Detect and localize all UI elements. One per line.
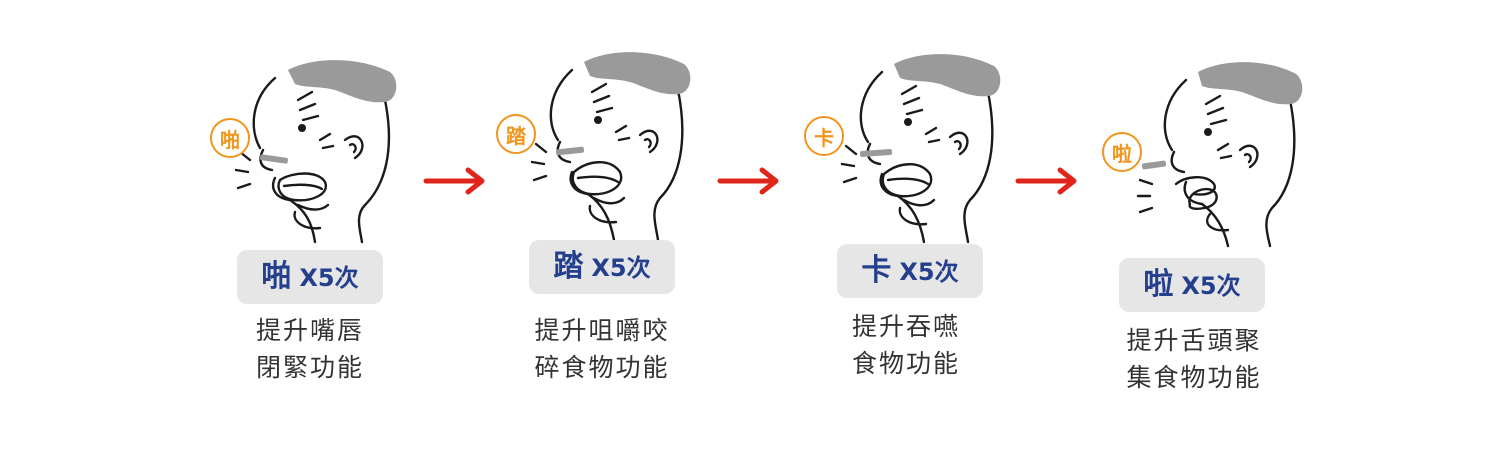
description-line: 提升吞嚥	[851, 312, 960, 341]
hair-shape	[1198, 62, 1303, 105]
face-illustration	[840, 54, 1001, 244]
description: 提升嘴唇 閉緊功能	[180, 312, 440, 386]
speech-bubble: 踏	[496, 114, 536, 154]
repeat-count: X5次	[1181, 272, 1241, 300]
description-line: 提升舌頭聚	[1126, 326, 1262, 355]
bubble-syllable: 啦	[1112, 141, 1132, 166]
bubble-syllable: 踏	[506, 123, 526, 148]
bubble-syllable: 啪	[220, 127, 240, 152]
description-line: 碎食物功能	[534, 353, 670, 382]
syllable-label-box: 踏 X5次	[529, 240, 675, 294]
syllable-label-box: 卡 X5次	[837, 244, 983, 298]
face-illustration	[530, 52, 691, 242]
syllable-label-box: 啪 X5次	[237, 250, 383, 304]
speech-bubble: 啦	[1102, 132, 1142, 172]
syllable-label: 啦	[1143, 267, 1174, 302]
speech-bubble: 啪	[210, 118, 250, 158]
step-4: 啦 啦 X5次 提升舌頭聚 集食物功能	[1090, 0, 1390, 449]
repeat-count: X5次	[899, 258, 959, 286]
hair-shape	[288, 60, 397, 103]
description: 提升吞嚥 食物功能	[776, 308, 1036, 382]
speech-bubble: 卡	[804, 116, 844, 156]
syllable-label-box: 啦 X5次	[1119, 258, 1265, 312]
face-illustration	[1136, 62, 1303, 248]
eye-icon	[298, 124, 306, 132]
description-line: 食物功能	[851, 349, 960, 378]
description: 提升舌頭聚 集食物功能	[1064, 322, 1324, 396]
eye-icon	[594, 116, 602, 124]
tongue-depressor	[1141, 160, 1167, 170]
bubble-syllable: 卡	[814, 125, 834, 150]
description-line: 集食物功能	[1126, 363, 1262, 392]
tongue-depressor	[859, 149, 893, 157]
description-line: 提升咀嚼咬	[534, 316, 670, 345]
arrow-right-icon	[423, 167, 485, 195]
face-illustration	[234, 60, 397, 244]
hair-shape	[584, 52, 691, 95]
arrow-right-icon	[717, 167, 779, 195]
description-line: 閉緊功能	[255, 353, 364, 382]
syllable-label: 啪	[261, 259, 292, 294]
tongue-depressor	[555, 146, 585, 156]
description: 提升咀嚼咬 碎食物功能	[472, 312, 732, 386]
tongue-depressor	[259, 154, 289, 164]
step-3: 卡 卡 X5次 提升吞嚥 食物功能	[790, 0, 1090, 449]
arrow-right-icon	[1015, 167, 1077, 195]
repeat-count: X5次	[591, 254, 651, 282]
description-line: 提升嘴唇	[255, 316, 364, 345]
eye-icon	[1204, 128, 1212, 136]
syllable-label: 卡	[861, 253, 892, 288]
repeat-count: X5次	[299, 264, 359, 292]
hair-shape	[894, 54, 1001, 97]
eye-icon	[904, 118, 912, 126]
syllable-label: 踏	[553, 249, 584, 284]
step-1: 啪 啪 X5次 提升嘴唇 閉緊功能	[180, 0, 480, 449]
step-2: 踏 踏 X5次 提升咀嚼咬 碎食物功能	[480, 0, 780, 449]
